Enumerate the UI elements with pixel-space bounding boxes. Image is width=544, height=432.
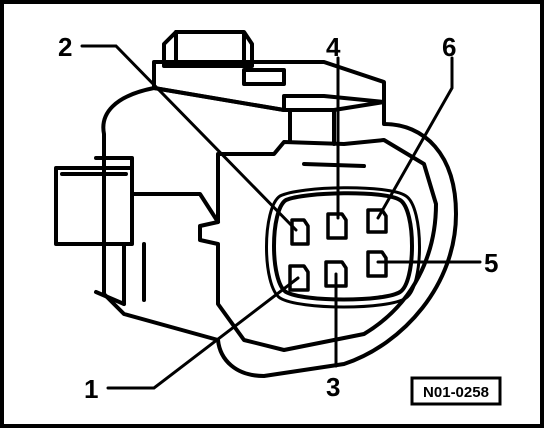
leader-lines <box>80 44 482 390</box>
leader-line-1 <box>106 276 300 390</box>
pin-2-terminal <box>290 218 310 246</box>
leader-line-2 <box>80 44 298 232</box>
reference-code: N01-0258 <box>423 384 489 401</box>
leader-line-6 <box>376 56 454 220</box>
pin-cavity-area <box>265 186 421 309</box>
pin-4-label: 4 <box>326 32 341 62</box>
pin-5-terminal <box>366 250 388 278</box>
pin-terminals <box>288 208 388 292</box>
pin-3-label: 3 <box>326 372 340 402</box>
pin-2-label: 2 <box>58 32 72 62</box>
pin-6-terminal <box>366 208 388 234</box>
reference-code-box: N01-0258 <box>410 376 502 406</box>
connector-housing <box>54 30 458 378</box>
pin-1-label: 1 <box>84 374 98 404</box>
pin-6-label: 6 <box>442 32 456 62</box>
pin-4-terminal <box>326 212 348 240</box>
connector-diagram: 2 4 6 5 1 3 N01-0258 <box>54 30 502 406</box>
pin-5-label: 5 <box>484 248 498 278</box>
